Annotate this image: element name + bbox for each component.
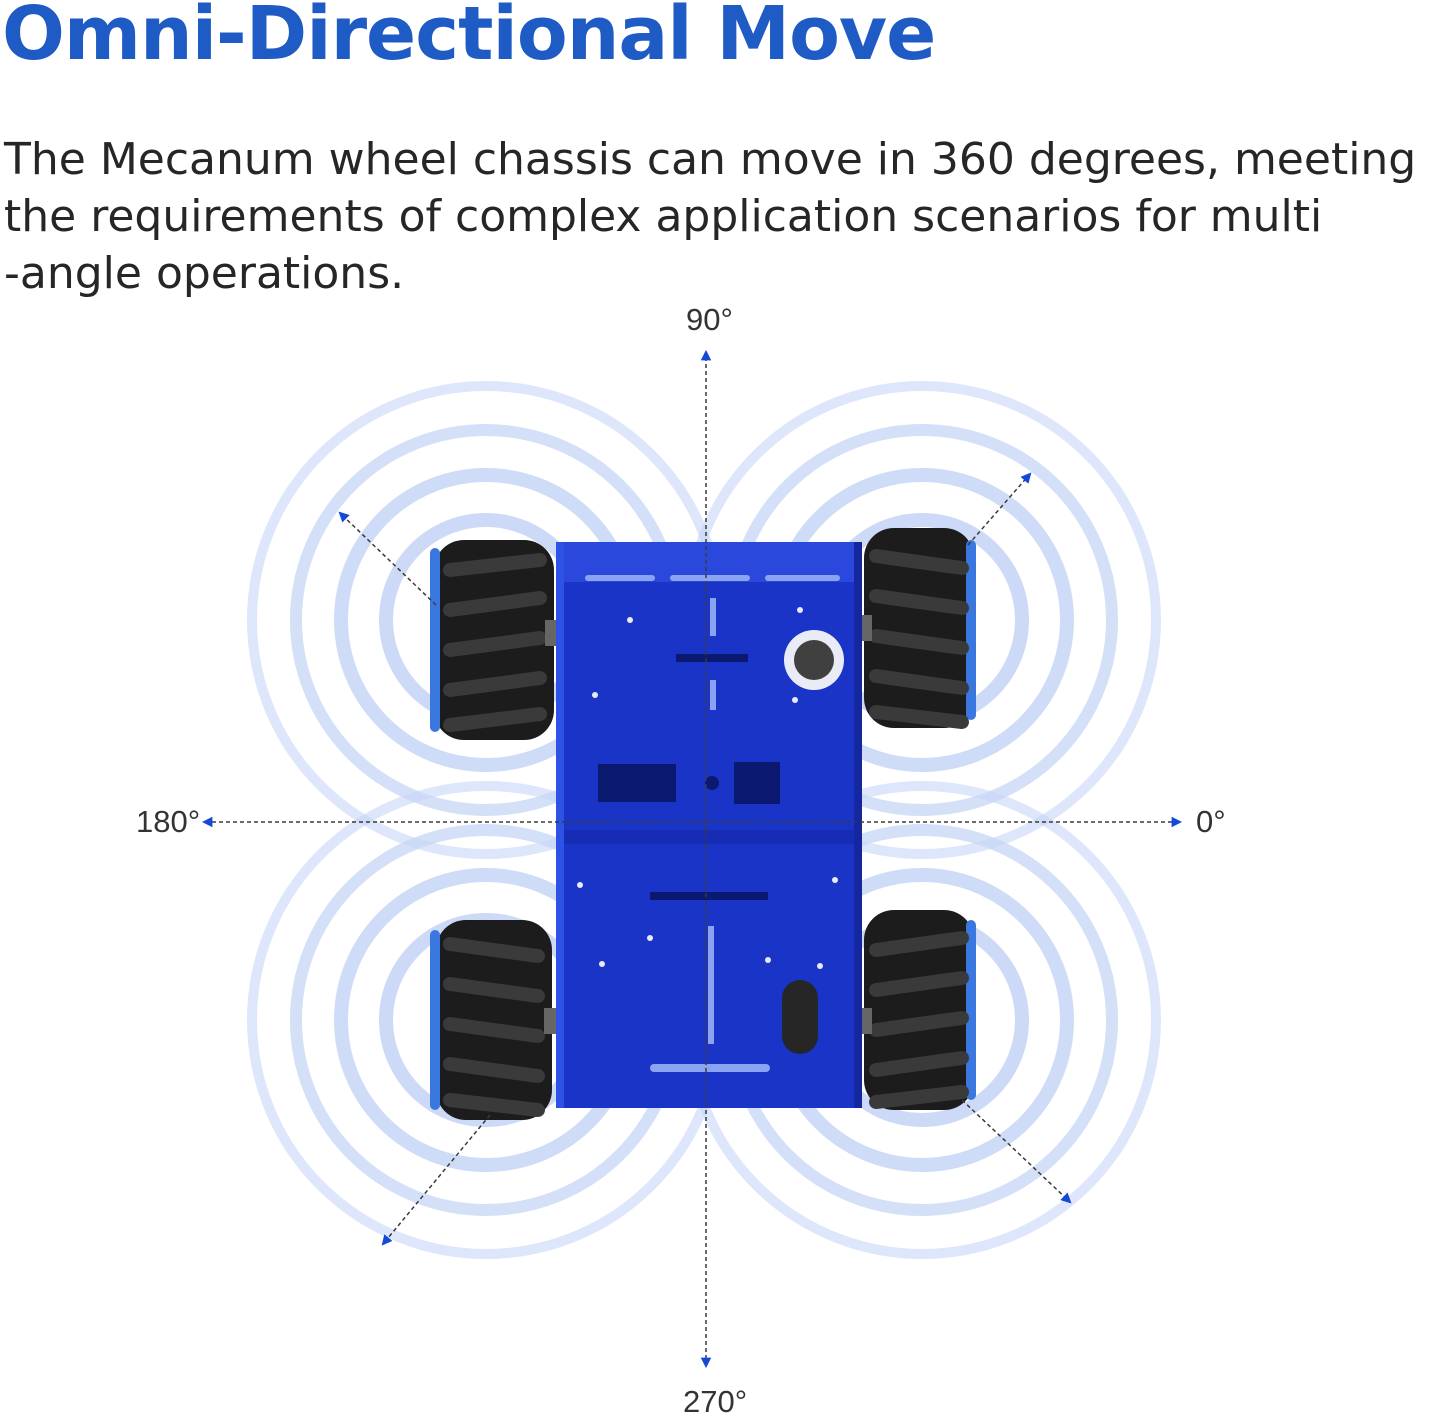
description: The Mecanum wheel chassis can move in 36…	[4, 131, 1438, 302]
description-line-1: The Mecanum wheel chassis can move in 36…	[4, 134, 1417, 185]
arrow-diag-up-right	[967, 472, 1032, 546]
arrow-diag-up-left	[338, 511, 437, 606]
page-title: Omni-Directional Move	[2, 0, 936, 77]
description-line-2: the requirements of complex application …	[4, 191, 1323, 242]
chassis-body	[556, 542, 862, 1108]
description-line-3: -angle operations.	[4, 248, 405, 299]
label-180-degrees: 180°	[136, 804, 201, 839]
mecanum-wheel-bottom-right	[852, 910, 976, 1110]
label-270-degrees: 270°	[683, 1384, 748, 1419]
mecanum-wheel-bottom-left	[430, 920, 564, 1120]
label-90-degrees: 90°	[686, 302, 733, 337]
arrow-diag-down-right	[961, 1099, 1072, 1204]
mecanum-wheel-top-right	[852, 528, 976, 729]
axis-arrows	[201, 349, 1183, 1369]
label-0-degrees: 0°	[1196, 804, 1226, 839]
diagonal-arrows	[338, 472, 1072, 1246]
mecanum-wheel-top-left	[430, 540, 565, 740]
